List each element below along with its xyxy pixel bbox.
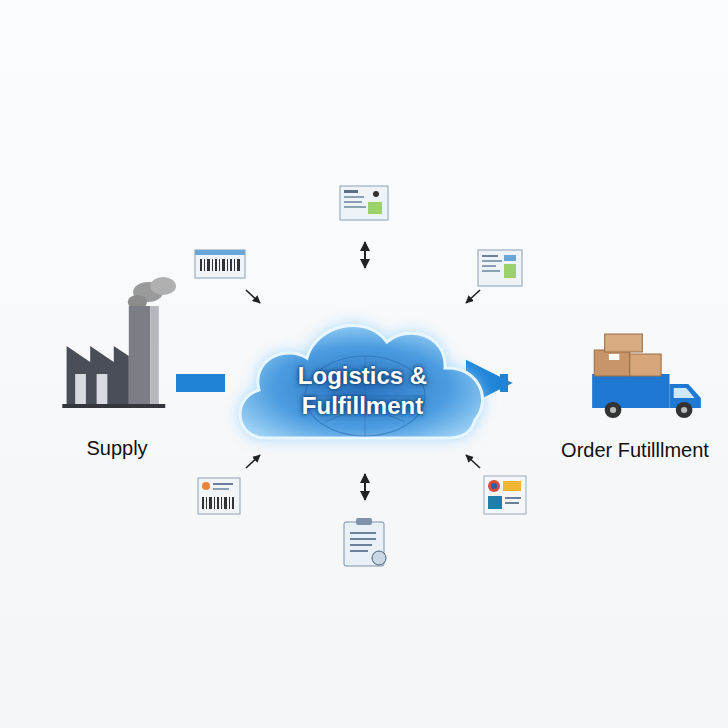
barcode-icon-bottom-left: [198, 478, 240, 514]
truck-node: Order Futilllment: [542, 334, 728, 462]
factory-node: Supply: [58, 270, 176, 460]
cloud-title: Logistics & Fulfillment: [268, 361, 458, 421]
flow-arrow: [176, 374, 225, 392]
factory-icon: [58, 270, 176, 460]
parcel: [594, 350, 630, 376]
double-arrow: [364, 242, 366, 268]
barcode-icon-top-left: [195, 250, 245, 278]
arrow: [246, 290, 260, 303]
ground: [62, 404, 165, 408]
cloud-node: Logistics & Fulfillment: [225, 298, 500, 458]
arrow: [246, 455, 260, 468]
factory-building: [67, 346, 129, 406]
flow-arrow: [500, 374, 508, 392]
clipboard-icon: [344, 518, 386, 566]
doc-icon-top-right: [478, 250, 522, 286]
chimney: [129, 306, 150, 406]
truck-window: [674, 388, 695, 398]
parcel: [605, 334, 643, 352]
wheel: [676, 402, 693, 418]
node-label: Supply: [58, 437, 176, 460]
node-label: Order Futilllment: [542, 439, 728, 462]
hub: [610, 407, 616, 413]
smoke: [150, 277, 176, 295]
cloud-glow: [240, 325, 482, 438]
truck-body: [592, 374, 669, 408]
chimney-side: [150, 306, 159, 406]
factory-door: [75, 374, 86, 406]
parcel-label: [609, 354, 619, 360]
cloud-body: [240, 325, 482, 438]
wheel: [605, 402, 622, 418]
doc-icon-top: [340, 186, 388, 220]
double-arrow: [364, 474, 366, 500]
arrow: [466, 290, 480, 303]
parcel: [630, 354, 661, 376]
arrow: [466, 455, 480, 468]
chart-icon-bottom-right: [484, 476, 526, 514]
factory-door: [97, 374, 108, 406]
hub: [681, 407, 687, 413]
